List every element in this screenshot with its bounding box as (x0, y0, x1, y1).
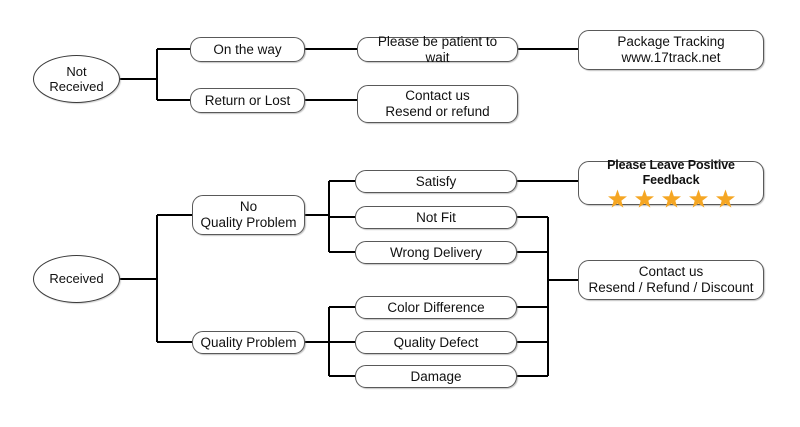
node-satisfy-label: Satisfy (415, 173, 457, 189)
star-icon[interactable] (607, 189, 628, 210)
node-wrong-delivery-label: Wrong Delivery (389, 244, 483, 260)
node-damage-label: Damage (410, 368, 462, 384)
node-received[interactable]: Received (33, 255, 120, 303)
star-rating[interactable] (607, 189, 736, 210)
node-not-received[interactable]: Not Received (33, 55, 120, 103)
node-contact-us-resolution-label: Contact us Resend / Refund / Discount (588, 264, 754, 295)
node-package-tracking[interactable]: Package Tracking www.17track.net (578, 30, 764, 70)
node-package-tracking-label: Package Tracking www.17track.net (617, 34, 725, 65)
node-not-received-label: Not Received (49, 63, 104, 94)
node-on-the-way-label: On the way (213, 41, 282, 57)
node-please-be-patient[interactable]: Please be patient to wait (357, 34, 518, 65)
node-not-fit[interactable]: Not Fit (355, 206, 517, 229)
node-quality-defect[interactable]: Quality Defect (355, 331, 517, 354)
node-no-quality-problem[interactable]: No Quality Problem (192, 195, 305, 235)
node-no-quality-problem-label: No Quality Problem (200, 199, 297, 230)
node-on-the-way[interactable]: On the way (190, 37, 305, 62)
node-contact-us-resend-or-refund[interactable]: Contact us Resend or refund (357, 85, 518, 123)
node-color-difference-label: Color Difference (387, 299, 485, 315)
node-please-be-patient-label: Please be patient to wait (377, 33, 498, 65)
star-icon[interactable] (661, 189, 682, 210)
node-return-or-lost[interactable]: Return or Lost (190, 88, 305, 113)
node-return-or-lost-label: Return or Lost (204, 92, 291, 108)
node-received-label: Received (49, 271, 104, 287)
node-color-difference[interactable]: Color Difference (355, 296, 517, 319)
node-positive-feedback-label: Please Leave Positive Feedback (607, 157, 735, 187)
star-icon[interactable] (715, 189, 736, 210)
star-icon[interactable] (634, 189, 655, 210)
node-not-fit-label: Not Fit (416, 209, 456, 225)
node-wrong-delivery[interactable]: Wrong Delivery (355, 241, 517, 264)
node-quality-problem-label: Quality Problem (200, 334, 297, 350)
node-quality-problem[interactable]: Quality Problem (192, 331, 305, 354)
node-contact-us-resend-or-refund-label: Contact us Resend or refund (385, 88, 490, 119)
node-damage[interactable]: Damage (355, 365, 517, 388)
star-icon[interactable] (688, 189, 709, 210)
node-positive-feedback[interactable]: Please Leave Positive Feedback (578, 157, 764, 208)
node-satisfy[interactable]: Satisfy (355, 170, 517, 193)
node-contact-us-resolution[interactable]: Contact us Resend / Refund / Discount (578, 260, 764, 300)
node-quality-defect-label: Quality Defect (393, 334, 479, 350)
